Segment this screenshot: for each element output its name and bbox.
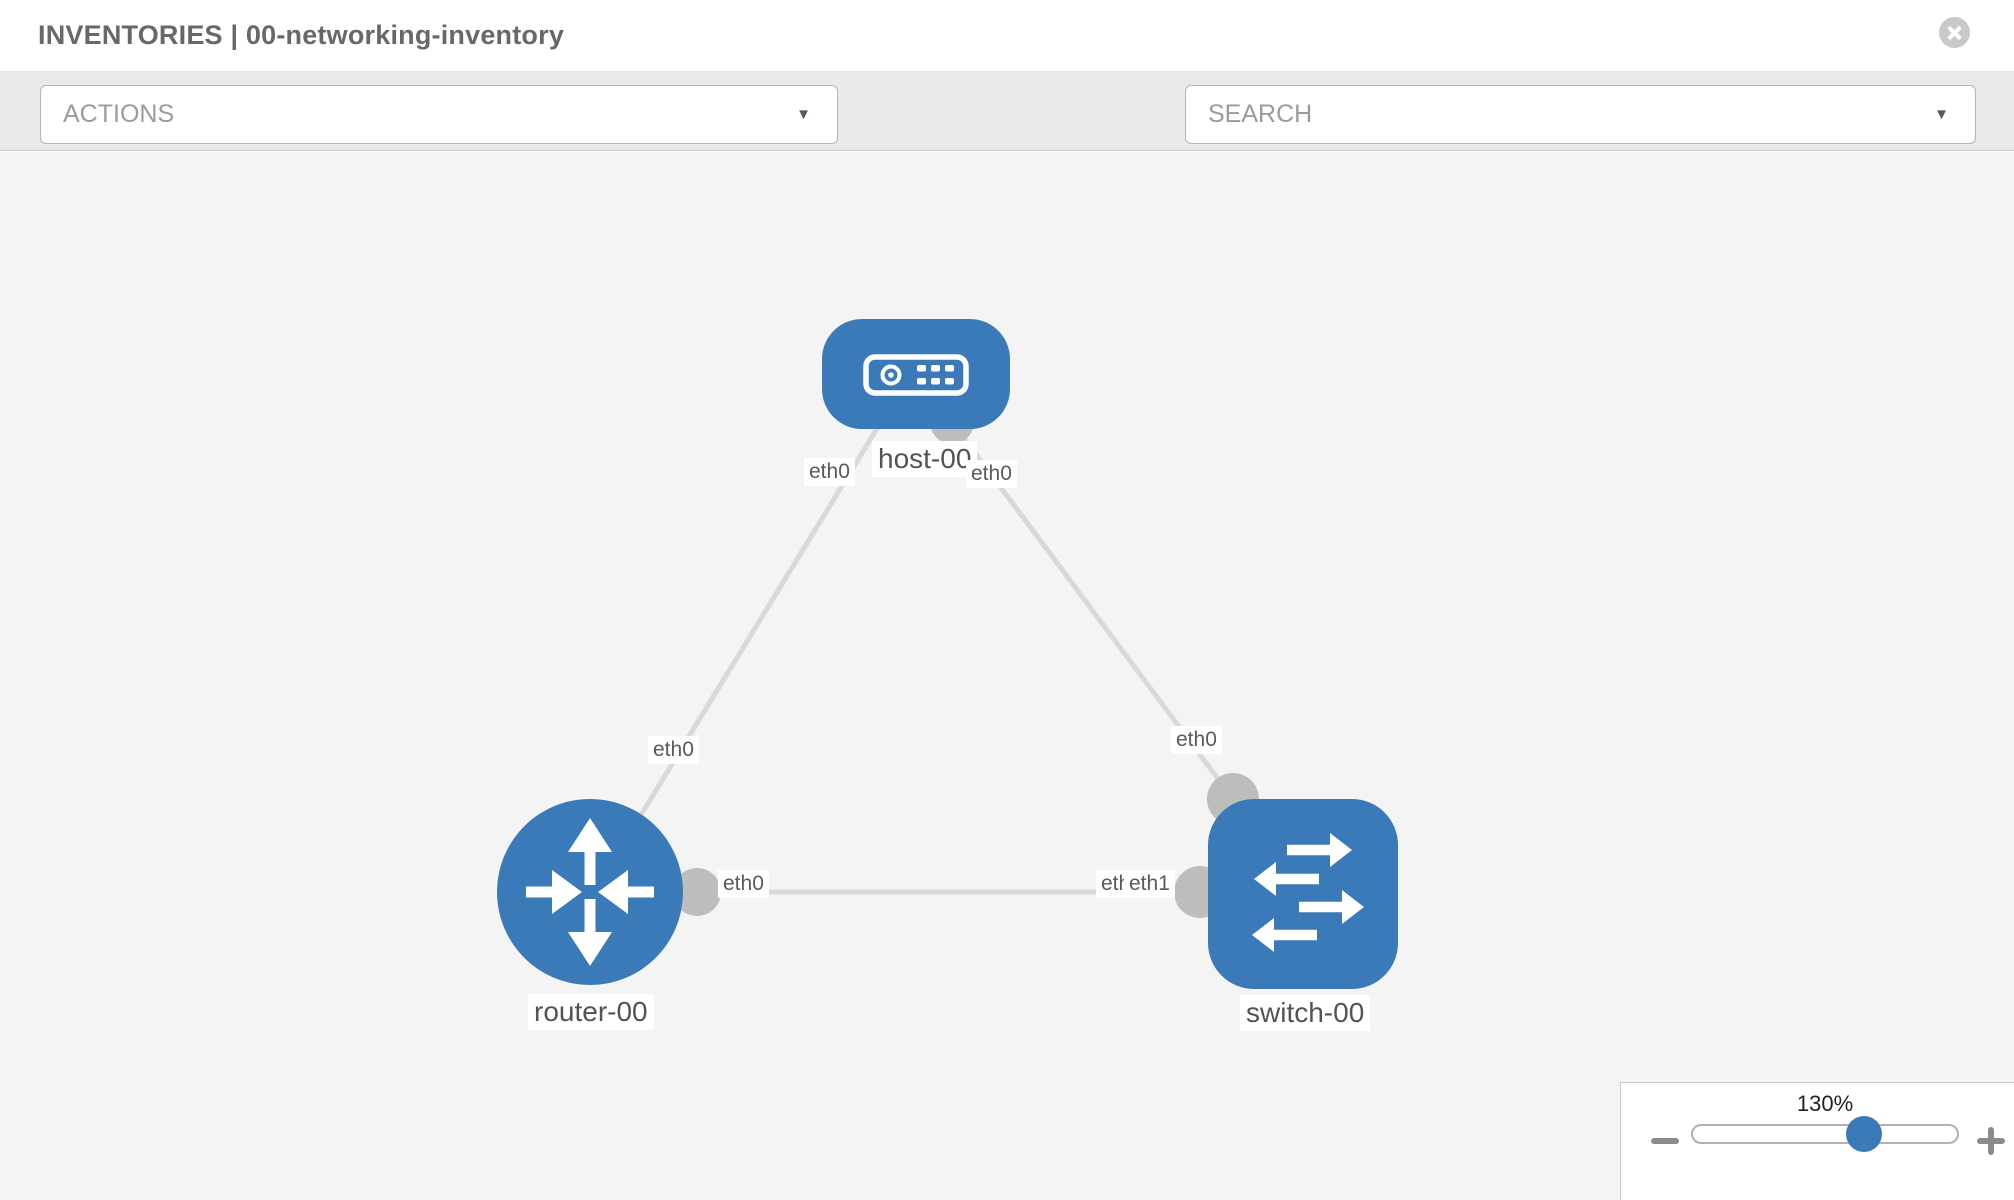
close-icon[interactable] xyxy=(1939,17,1970,48)
zoom-level-value: 130% xyxy=(1796,1091,1854,1116)
interface-label: eth0 xyxy=(718,870,769,898)
toolbar: ACTIONS ▼ SEARCH ▼ xyxy=(0,72,2014,203)
node-host-00[interactable] xyxy=(822,319,1010,429)
zoom-slider-thumb[interactable] xyxy=(1846,1116,1882,1152)
host-icon xyxy=(863,354,969,396)
node-label-router: router-00 xyxy=(528,994,654,1030)
router-icon xyxy=(526,818,654,966)
topology-canvas[interactable]: host-00 router-00 switch-00 eth0 eth0 et… xyxy=(0,152,2014,1200)
node-label-host: host-00 xyxy=(872,441,978,477)
chevron-down-icon: ▼ xyxy=(796,106,811,123)
switch-icon xyxy=(1252,833,1364,952)
node-router-00[interactable] xyxy=(497,799,683,985)
search-dropdown[interactable]: SEARCH ▼ xyxy=(1185,85,1976,144)
zoom-control-panel: 130% xyxy=(1620,1082,2014,1200)
actions-dropdown-label: ACTIONS xyxy=(63,100,175,128)
node-switch-00[interactable] xyxy=(1208,799,1398,989)
zoom-in-button[interactable] xyxy=(1973,1123,2009,1159)
panel-header: INVENTORIES | 00-networking-inventory xyxy=(0,0,2014,72)
interface-label: eth0 xyxy=(1171,726,1222,754)
interface-label: eth0 xyxy=(966,460,1017,488)
interface-label: eth0 xyxy=(804,458,855,486)
interface-label: eth0 xyxy=(648,736,699,764)
chevron-down-icon: ▼ xyxy=(1934,106,1949,123)
interface-label: eth1 xyxy=(1124,870,1175,898)
page-title: INVENTORIES | 00-networking-inventory xyxy=(38,20,565,50)
link-host-router[interactable] xyxy=(597,425,881,884)
endpoint-router-eth0[interactable] xyxy=(673,868,721,916)
zoom-slider-track[interactable] xyxy=(1691,1124,1959,1144)
node-label-switch: switch-00 xyxy=(1240,995,1371,1031)
actions-dropdown[interactable]: ACTIONS ▼ xyxy=(40,85,838,144)
search-dropdown-label: SEARCH xyxy=(1208,100,1313,128)
topology-graph xyxy=(497,319,1398,989)
link-lines xyxy=(590,420,1303,895)
zoom-out-button[interactable] xyxy=(1651,1138,1679,1144)
plus-icon-bar xyxy=(1988,1127,1994,1155)
